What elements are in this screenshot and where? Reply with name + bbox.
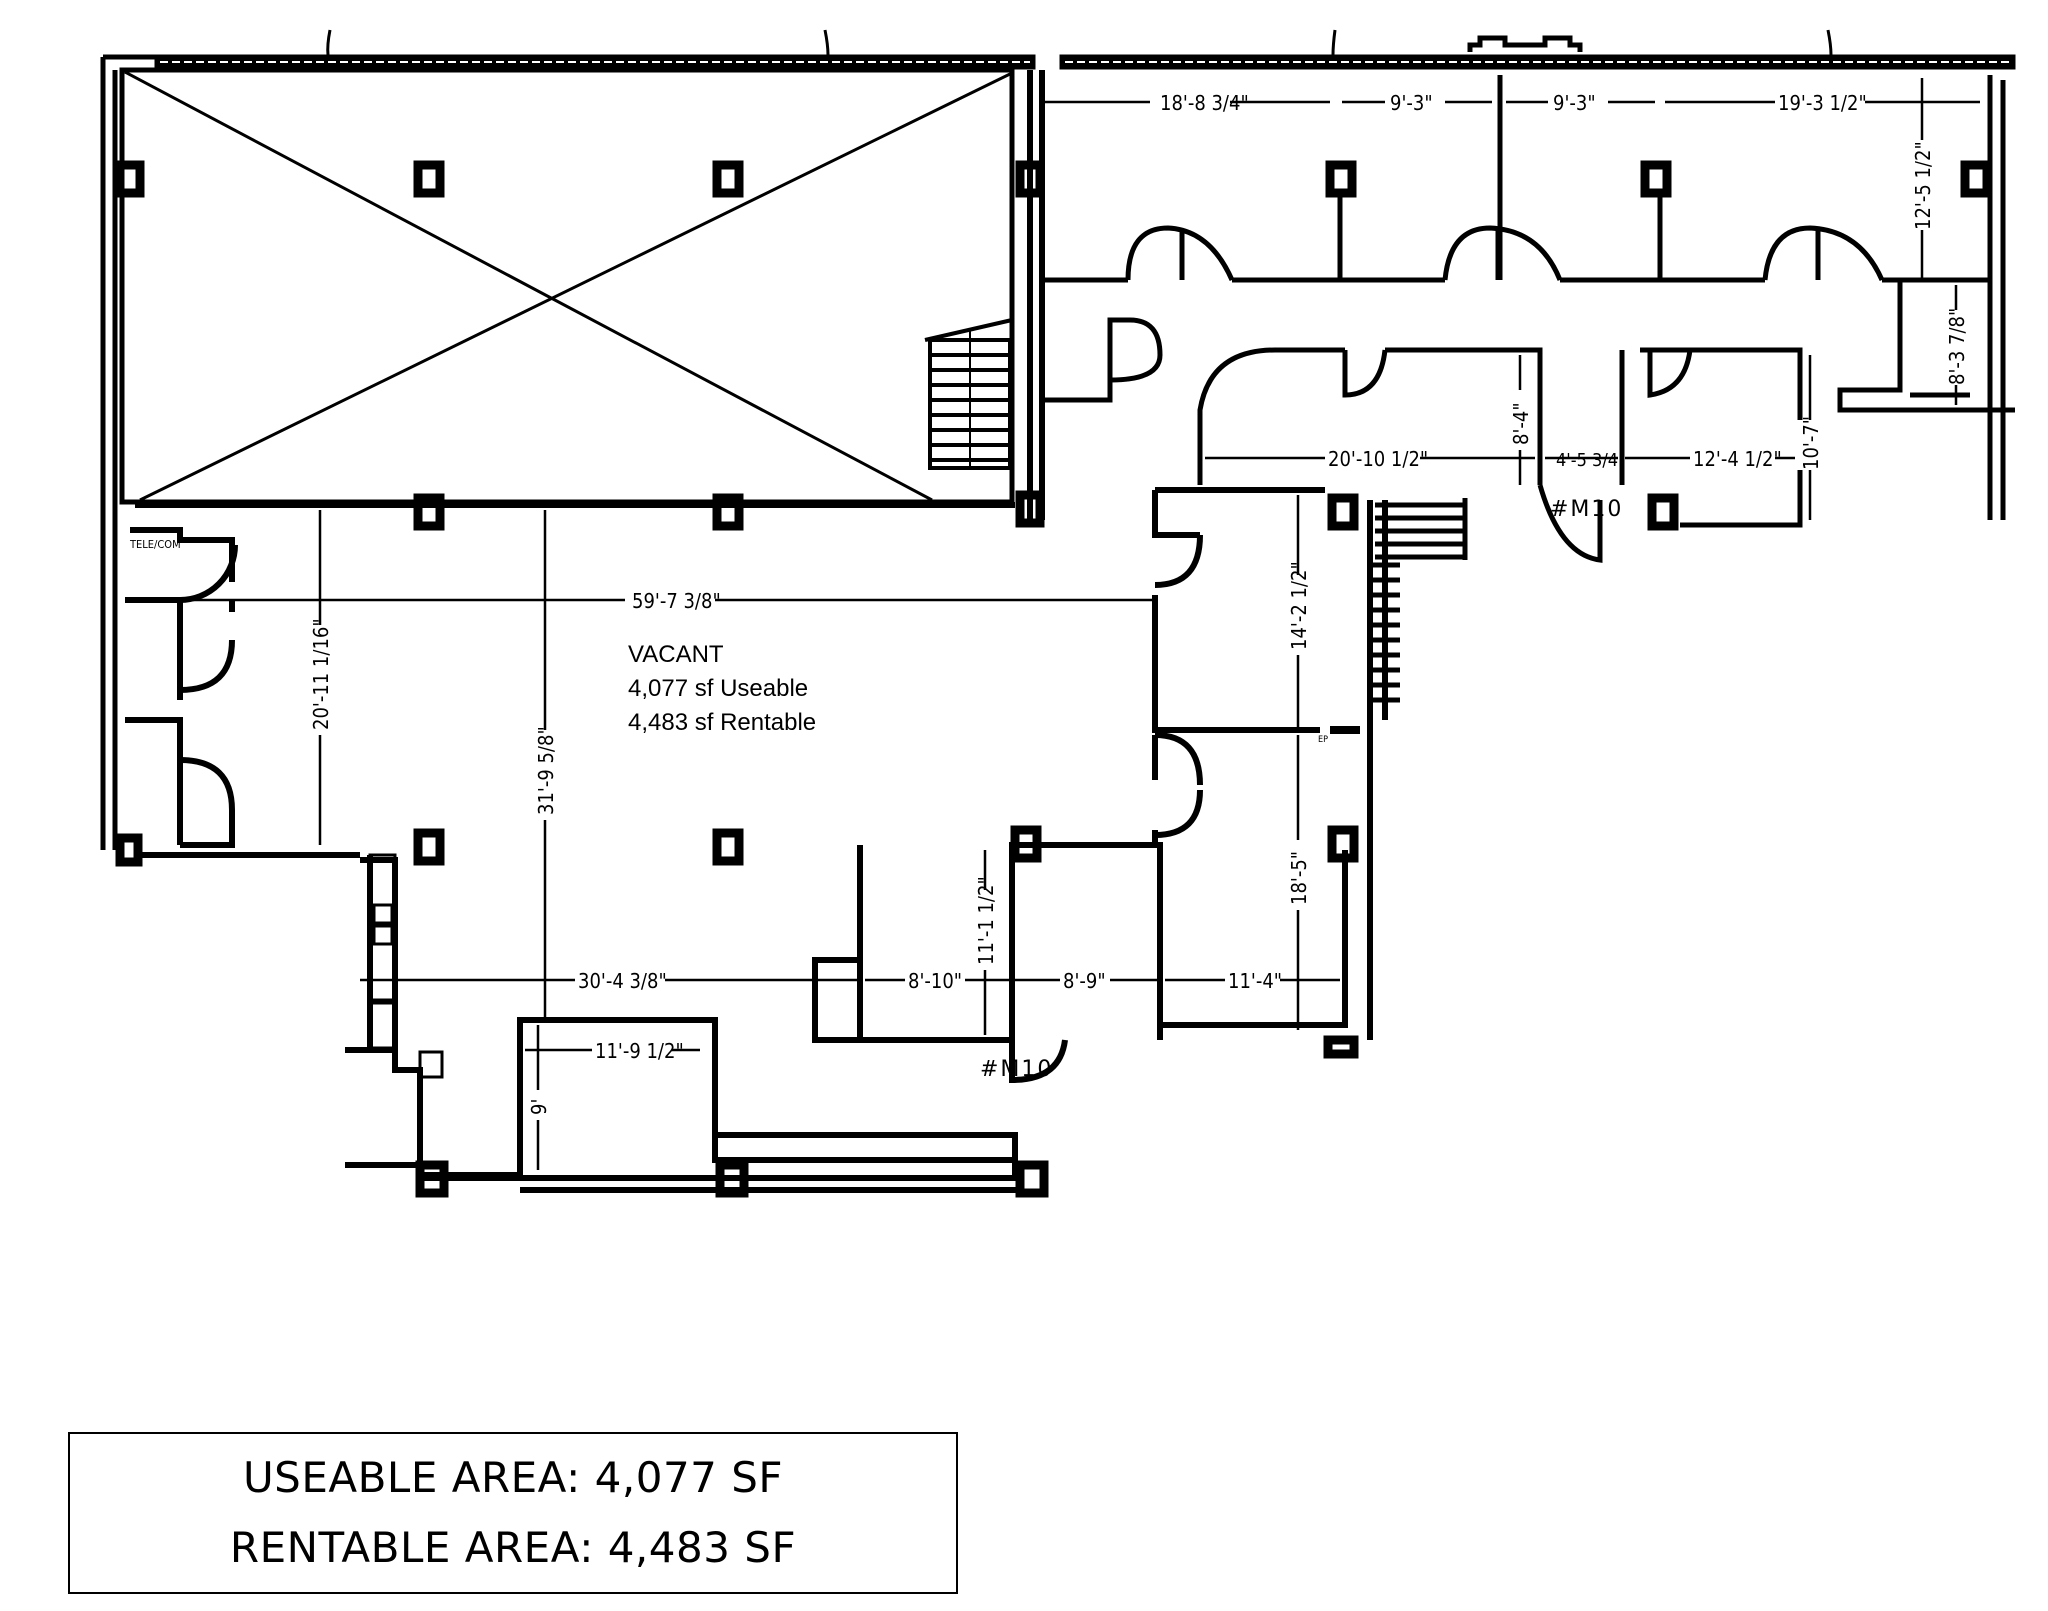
exterior-wall-left (100, 57, 118, 850)
area-summary-box: USEABLE AREA: 4,077 SF RENTABLE AREA: 4,… (68, 1432, 958, 1594)
dim-main-width: 59'-7 3/8" (632, 589, 721, 613)
dim-small-room-width: 11'-9 1/2" (595, 1039, 684, 1063)
dim-right-corridor: 8'-3 7/8" (1945, 308, 1969, 385)
dim-lower-width: 30'-4 3/8" (578, 969, 667, 993)
exterior-wall-bottom (345, 1039, 1068, 1193)
suite-label-top: #M10 (1550, 497, 1624, 522)
atrium-void (119, 67, 1015, 505)
dim-office-a-width: 8'-10" (908, 969, 962, 993)
dim-small-room-depth: 9' (527, 1099, 551, 1115)
upper-offices (1040, 75, 2015, 520)
dim-room-f-depth: 18'-5" (1287, 851, 1311, 905)
dim-left-depth: 20'-11 1/16" (309, 618, 333, 730)
dim-office-r-depth: 10'-7" (1799, 416, 1823, 470)
dim-office-r-width: 12'-4 1/2" (1693, 447, 1782, 471)
suite-label-bottom: #M10 (980, 1057, 1054, 1082)
lobby-stair (1372, 498, 1468, 703)
kitchenette (368, 853, 444, 1079)
useable-area-text: USEABLE AREA: 4,077 SF (242, 1453, 784, 1502)
dimension-lines (190, 78, 1980, 1170)
conference-room (1197, 347, 1803, 563)
dim-office-a-depth: 11'-1 1/2" (974, 876, 998, 965)
columns (115, 160, 1992, 1198)
dim-conf-width: 20'-10 1/2" (1328, 447, 1428, 471)
dim-conf-depth: 8'-4" (1509, 402, 1533, 445)
vacancy-rentable: 4,483 sf Rentable (628, 709, 817, 736)
dim-top-office-depth: 12'-5 1/2" (1911, 141, 1935, 230)
dim-office-c-width: 11'-4" (1228, 969, 1282, 993)
vacancy-info: VACANT 4,077 sf Useable 4,483 sf Rentabl… (628, 638, 816, 740)
stair (924, 318, 1013, 470)
dim-top-office-1: 18'-8 3/4" (1160, 91, 1249, 115)
dim-corridor-gap: 4'-5 3/4" (1556, 450, 1626, 471)
telecom-label: TELE/COM (130, 538, 181, 551)
dim-main-depth: 31'-9 5/8" (534, 726, 558, 815)
ep-label: EP (1318, 735, 1328, 745)
dim-office-b-width: 8'-9" (1063, 969, 1106, 993)
dim-top-office-3: 9'-3" (1553, 91, 1596, 115)
dim-room-e-depth: 14'-2 1/2" (1287, 561, 1311, 650)
rentable-area-text: RENTABLE AREA: 4,483 SF (229, 1523, 797, 1572)
exterior-wall-top (154, 29, 2016, 70)
dim-top-office-4: 19'-3 1/2" (1778, 91, 1867, 115)
dim-top-office-2: 9'-3" (1390, 91, 1433, 115)
vacancy-useable: 4,077 sf Useable (628, 675, 809, 702)
dimension-labels: 18'-8 3/4" 9'-3" 9'-3" 19'-3 1/2" 12'-5 … (306, 90, 1970, 1120)
vacancy-status: VACANT (628, 641, 724, 668)
